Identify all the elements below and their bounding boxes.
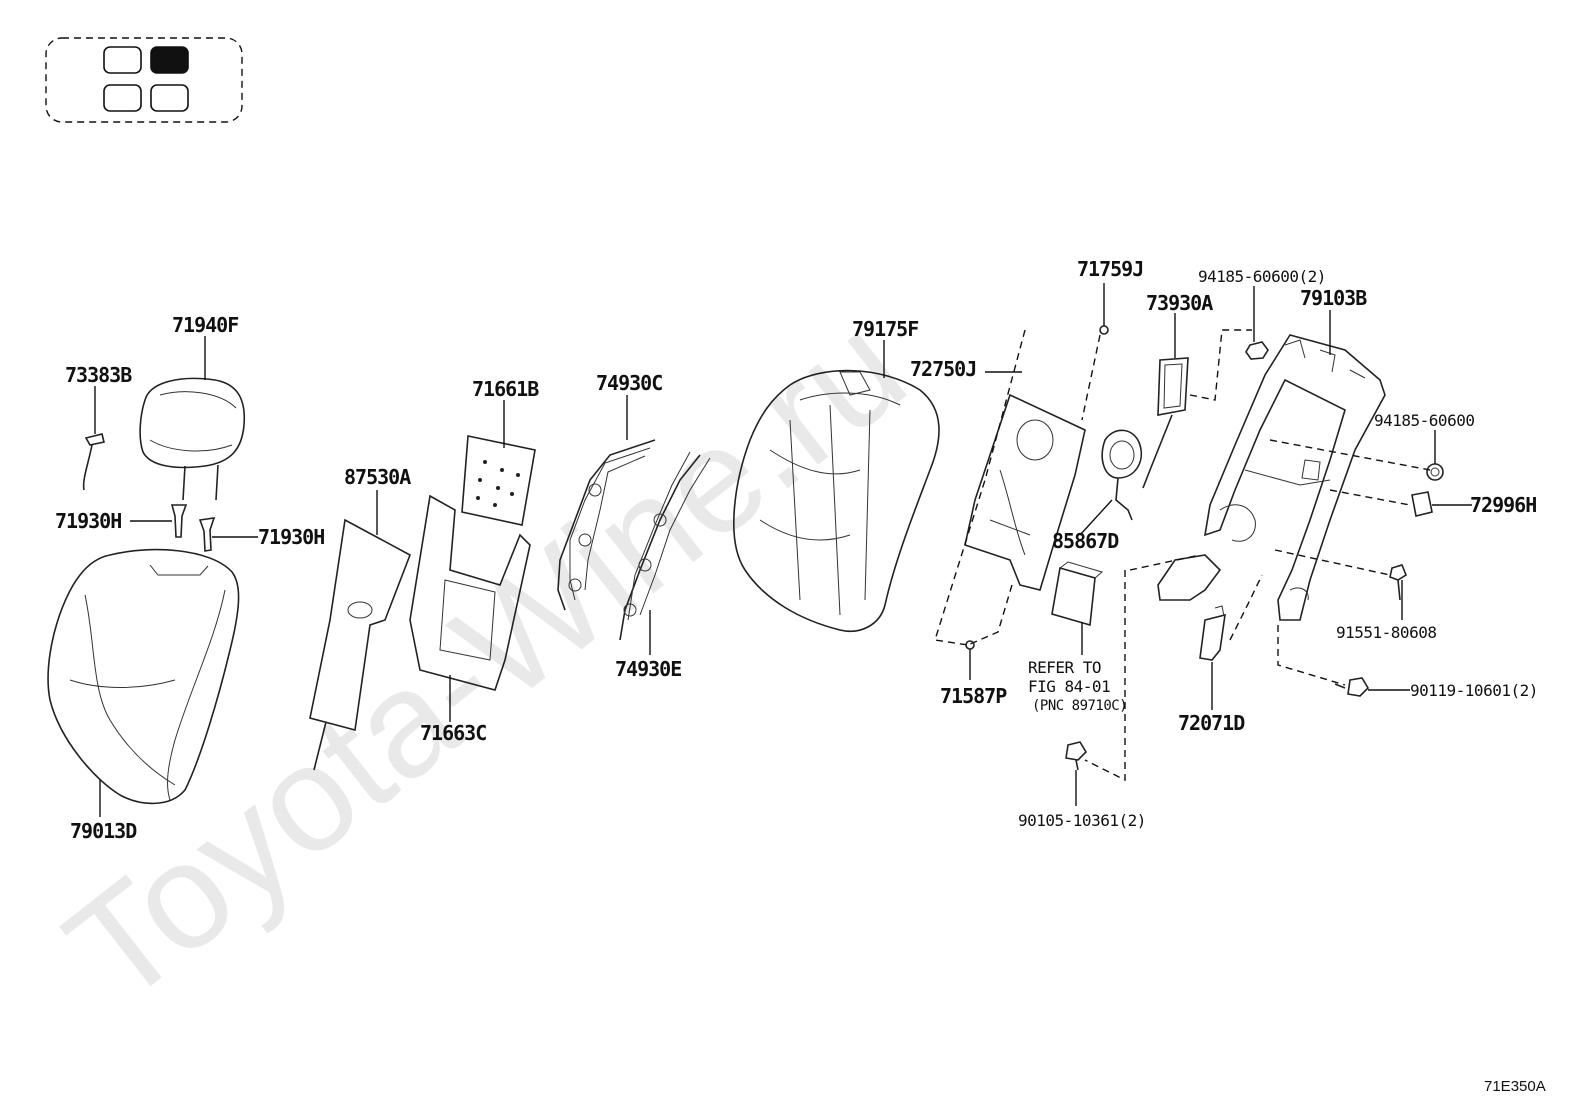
seat-locator-icon xyxy=(45,37,243,123)
heater-wire-harness-upper-part[interactable] xyxy=(557,439,656,611)
label-71587P[interactable]: 71587P xyxy=(940,684,1008,708)
label-94185-60600[interactable]: 94185-60600 xyxy=(1374,411,1475,430)
label-71663C[interactable]: 71663C xyxy=(420,721,487,745)
label-71940F[interactable]: 71940F xyxy=(172,313,239,337)
headrest-support-left-part[interactable] xyxy=(170,504,188,538)
bolt-recliner-part[interactable] xyxy=(1334,677,1370,697)
refer-line-2[interactable]: FIG 84-01 xyxy=(1028,677,1111,696)
seat-heater-pad-part[interactable] xyxy=(309,518,411,771)
board-mount-dashed-outline xyxy=(934,329,1101,646)
headrest-part[interactable] xyxy=(139,377,246,501)
locator-cell-front-left xyxy=(103,46,142,74)
headrest-guide-clip-part[interactable] xyxy=(82,433,105,491)
refer-line-1[interactable]: REFER TO xyxy=(1028,658,1102,677)
nut-side-part[interactable] xyxy=(1426,463,1444,481)
seatback-pad-lower-part[interactable] xyxy=(409,494,531,691)
label-79175F[interactable]: 79175F xyxy=(852,317,919,341)
label-71930H-left[interactable]: 71930H xyxy=(55,509,122,533)
label-74930C[interactable]: 74930C xyxy=(596,371,663,395)
label-91551-80608[interactable]: 91551-80608 xyxy=(1336,623,1437,642)
recliner-cover-part[interactable] xyxy=(1199,605,1226,661)
part-labels: 71940F 73383B 71930H 71930H 79013D 87530… xyxy=(55,257,1546,1095)
label-72071D[interactable]: 72071D xyxy=(1178,711,1246,735)
seatback-pad-upper-part[interactable] xyxy=(461,435,536,526)
label-79103B[interactable]: 79103B xyxy=(1300,286,1368,310)
seat-control-module-part[interactable] xyxy=(1051,561,1104,627)
label-72750J[interactable]: 72750J xyxy=(910,357,977,381)
label-85867D[interactable]: 85867D xyxy=(1052,529,1120,553)
retainer-clip-upper-part[interactable] xyxy=(1099,325,1109,335)
label-79013D[interactable]: 79013D xyxy=(70,819,138,843)
seatback-board-part[interactable] xyxy=(964,393,1086,591)
label-71661B[interactable]: 71661B xyxy=(472,377,540,401)
frame-dashed-leaders xyxy=(1084,439,1431,782)
label-73930A[interactable]: 73930A xyxy=(1146,291,1214,315)
headrest-support-right-part[interactable] xyxy=(198,517,216,552)
lumbar-support-module-part[interactable] xyxy=(1142,357,1189,489)
label-71930H-right[interactable]: 71930H xyxy=(258,525,325,549)
locator-cell-rear-right xyxy=(150,84,189,112)
label-94185-60600-2[interactable]: 94185-60600(2) xyxy=(1198,267,1326,286)
label-72996H[interactable]: 72996H xyxy=(1470,493,1537,517)
seatback-frame-part[interactable] xyxy=(1157,334,1386,621)
seatback-foam-pad-part[interactable] xyxy=(733,369,940,632)
seat-speaker-part[interactable] xyxy=(1101,429,1142,521)
heater-wire-harness-lower-part[interactable] xyxy=(619,451,711,641)
seatback-cover-part[interactable] xyxy=(47,548,240,805)
label-87530A[interactable]: 87530A xyxy=(344,465,412,489)
locator-cell-rear-left xyxy=(103,84,142,112)
label-90119-10601-2[interactable]: 90119-10601(2) xyxy=(1410,681,1538,700)
figure-code: 71E350A xyxy=(1484,1078,1546,1095)
label-73383B[interactable]: 73383B xyxy=(65,363,133,387)
nut-upper-part[interactable] xyxy=(1245,341,1269,360)
retainer-clip-lower-part[interactable] xyxy=(965,640,975,650)
bolt-lower-part[interactable] xyxy=(1065,741,1088,771)
label-71759J[interactable]: 71759J xyxy=(1077,257,1144,281)
refer-line-3[interactable]: (PNC 89710C) xyxy=(1032,698,1128,714)
locator-cell-front-right xyxy=(150,46,189,74)
label-74930E[interactable]: 74930E xyxy=(615,657,682,681)
bolt-frame-part[interactable] xyxy=(1389,564,1407,601)
frame-clip-part[interactable] xyxy=(1411,491,1433,517)
label-90105-10361-2[interactable]: 90105-10361(2) xyxy=(1018,811,1146,830)
